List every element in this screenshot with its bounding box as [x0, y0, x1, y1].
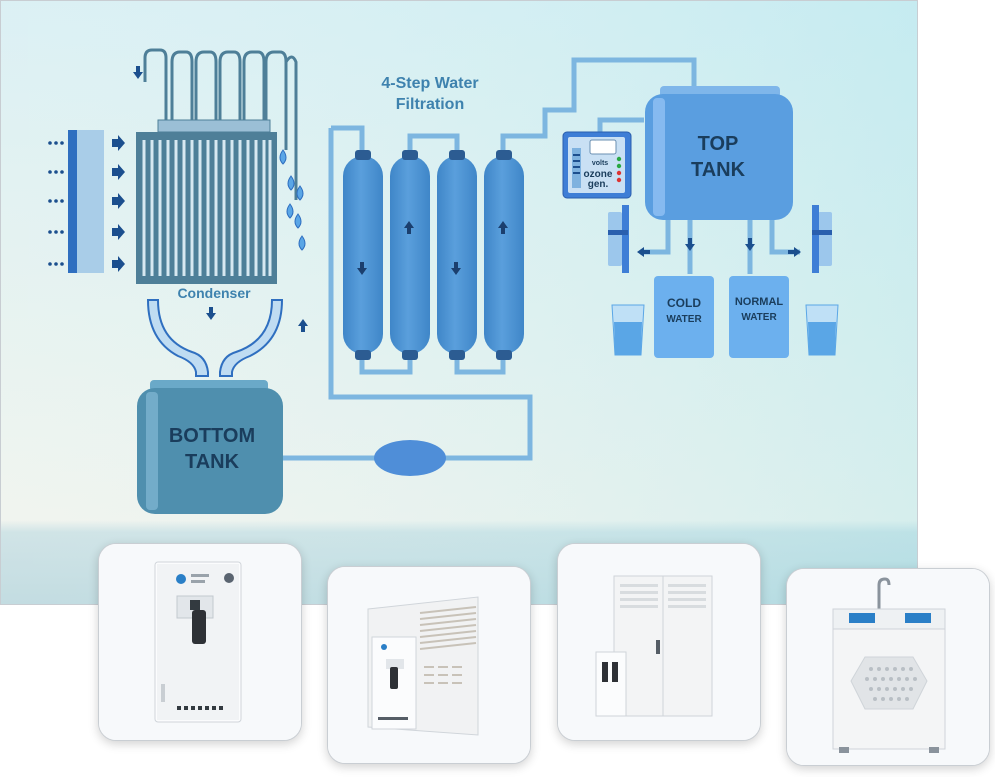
product-card-2: [327, 566, 531, 764]
filter-connector-pipes: [331, 57, 697, 375]
water-generator-diagram: Condenser BOTTOM TANK 4-Step Water Filtr…: [0, 0, 918, 605]
supply-pipe: [283, 128, 533, 461]
product-card-4: [786, 568, 990, 766]
cup-left: [611, 304, 645, 356]
top-tank: [645, 86, 793, 220]
normal-water-label-line1: NORMAL: [735, 296, 784, 308]
bottom-tank-label-line2: TANK: [185, 451, 240, 473]
condenser-label: Condenser: [177, 285, 251, 301]
ozone-label-line1: ozone: [584, 169, 613, 180]
cold-water-label-line1: COLD: [667, 296, 701, 310]
filtration-title-line2: Filtration: [396, 96, 464, 113]
pump: [374, 440, 446, 476]
bottom-tank: [137, 380, 283, 514]
wall-dispenser-image: [99, 544, 301, 740]
product-card-3: [557, 543, 761, 741]
condenser-coil-loops: [143, 48, 298, 200]
filter-cartridge-1: [343, 150, 383, 360]
condensation-droplets: [279, 149, 306, 251]
bottom-tank-label-line1: BOTTOM: [169, 425, 255, 447]
normal-water-label-line2: WATER: [741, 312, 777, 323]
faucet-left: [608, 205, 629, 273]
filter-cartridge-4: [484, 150, 524, 360]
filter-cartridge-3: [437, 150, 477, 360]
airflow-arrows: [112, 135, 125, 272]
floor-unit-image: [787, 569, 989, 765]
ozone-generator: [562, 131, 632, 199]
condenser-unit: [136, 119, 277, 284]
faucet-right: [812, 205, 832, 273]
filtration-title-line1: 4-Step Water: [381, 75, 478, 92]
top-tank-label-line1: TOP: [698, 133, 739, 155]
top-tank-label-line2: TANK: [691, 159, 746, 181]
cold-water-tank: [654, 276, 714, 358]
airflow-dots: [48, 141, 64, 266]
product-card-1: [98, 543, 302, 741]
filter-cartridge-2: [390, 150, 430, 360]
cabinet-unit-image: [558, 544, 760, 740]
normal-water-tank: [729, 276, 789, 358]
cup-right: [805, 304, 839, 356]
ozone-label-line2: gen.: [588, 179, 609, 190]
cold-water-label-line2: WATER: [666, 314, 702, 325]
collection-funnel: [146, 299, 284, 377]
wall-unit-with-vent-image: [328, 567, 530, 763]
ozone-volts-label: volts: [592, 160, 608, 167]
